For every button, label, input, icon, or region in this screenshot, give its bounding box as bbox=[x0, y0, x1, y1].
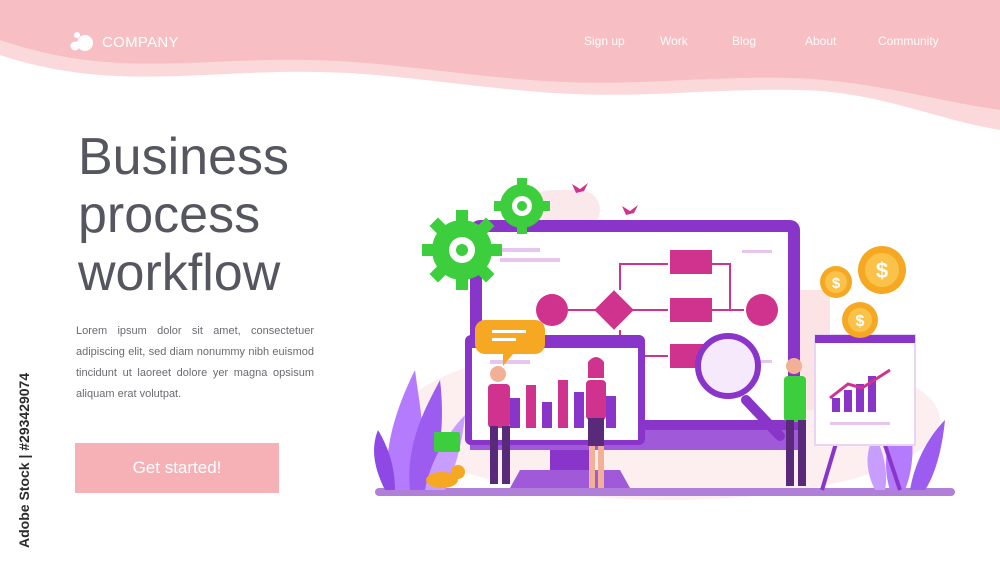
gear-icon bbox=[422, 210, 502, 290]
nav-link-community[interactable]: Community bbox=[878, 34, 939, 48]
bar-1 bbox=[510, 398, 520, 428]
flowchart-diagram bbox=[500, 248, 778, 368]
ground-line bbox=[375, 488, 955, 496]
hero-title: Business process workflow bbox=[78, 128, 398, 302]
bar-2 bbox=[526, 385, 536, 428]
company-logo-dots-icon bbox=[70, 32, 93, 51]
person-man-with-briefcase bbox=[434, 366, 510, 484]
dog bbox=[426, 465, 465, 488]
svg-text:$: $ bbox=[832, 275, 841, 292]
easel-bar-4 bbox=[868, 376, 876, 412]
presentation-easel bbox=[814, 334, 916, 491]
person-analyst-with-magnifier bbox=[784, 358, 806, 486]
hero-description: Lorem ipsum dolor sit amet, consectetuer… bbox=[76, 325, 314, 400]
gear-small-icon bbox=[494, 178, 550, 234]
nav-link-work[interactable]: Work bbox=[660, 34, 688, 48]
hero-title-line-3: workflow bbox=[78, 244, 281, 302]
svg-text:$: $ bbox=[856, 313, 865, 330]
person-woman-presenting bbox=[586, 357, 606, 488]
dollar-coin-icon: $ $ $ bbox=[820, 246, 906, 338]
nav-link-about[interactable]: About bbox=[805, 34, 837, 48]
easel-bar-1 bbox=[832, 398, 840, 412]
magnifying-glass-icon bbox=[695, 333, 785, 441]
hero-title-line-2: process bbox=[78, 186, 261, 244]
bar-5 bbox=[574, 392, 584, 428]
easel-bar-2 bbox=[844, 390, 852, 412]
nav-link-blog[interactable]: Blog bbox=[732, 34, 757, 48]
company-logo[interactable]: COMPANY bbox=[68, 30, 179, 54]
bar-7 bbox=[606, 396, 616, 428]
top-navigation: Sign up Work Blog About Community bbox=[0, 34, 1000, 54]
bird-icons bbox=[572, 183, 638, 215]
business-workflow-illustration: $ $ $ bbox=[374, 178, 955, 500]
svg-text:$: $ bbox=[876, 258, 888, 283]
easel-bar-3 bbox=[856, 384, 864, 412]
company-name: COMPANY bbox=[102, 33, 179, 51]
stock-id-watermark: Adobe Stock | #293429074 bbox=[16, 373, 32, 548]
nav-link-sign-up[interactable]: Sign up bbox=[584, 34, 625, 48]
header-wave-background bbox=[0, 0, 1000, 130]
hero-title-line-1: Business bbox=[78, 128, 289, 186]
get-started-button[interactable]: Get started! bbox=[75, 443, 279, 493]
stock-id-text: Adobe Stock | #293429074 bbox=[16, 373, 32, 548]
speech-bubble-icon bbox=[475, 320, 545, 366]
bar-4 bbox=[558, 380, 568, 428]
bar-3 bbox=[542, 402, 552, 428]
